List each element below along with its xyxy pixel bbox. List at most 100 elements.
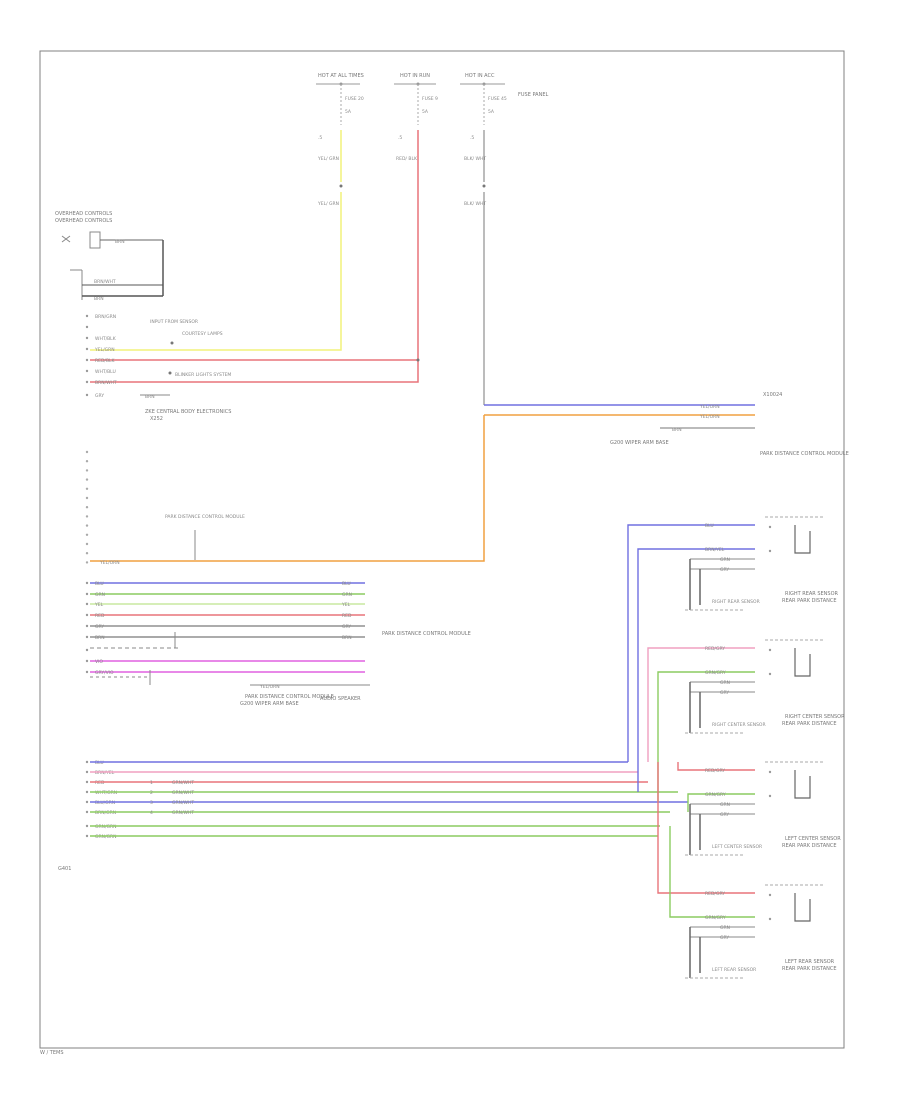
- bus-wires: BLUBRN/YELREDWHT/GRNBLU/GRNBRN/GRNGRN/GR…: [85, 760, 688, 840]
- sensor-wire: [627, 524, 755, 762]
- connector-pin: [85, 393, 89, 397]
- wire-color-label: RED: [95, 613, 105, 619]
- sensor-sub: REAR PARK DISTANCE: [782, 598, 837, 604]
- sensor-symbol: [794, 893, 811, 922]
- svg-text:FUSE PANEL: FUSE PANEL: [518, 92, 548, 98]
- svg-text:YEL/ORN: YEL/ORN: [99, 560, 120, 566]
- svg-text:RED/ BLK: RED/ BLK: [396, 156, 418, 162]
- sensor-sub: REAR PARK DISTANCE: [782, 966, 837, 972]
- bus-code-label: GRN/WHT: [172, 780, 194, 786]
- sensor-pin: [768, 648, 772, 652]
- svg-text:ZKE CENTRAL BODY ELECTRONICS: ZKE CENTRAL BODY ELECTRONICS: [145, 409, 231, 415]
- connector-pin: [85, 369, 89, 373]
- svg-text:HOT AT ALL TIMES: HOT AT ALL TIMES: [318, 73, 364, 79]
- svg-text:OVERHEAD CONTROLS: OVERHEAD CONTROLS: [55, 218, 112, 224]
- connector-pin: [85, 670, 89, 674]
- bus-code-label: GRN/WHT: [172, 800, 194, 806]
- module-pin-label: WHT/BLK: [95, 336, 117, 342]
- page-reference: W / TEMS: [40, 1050, 64, 1056]
- sensor-symbol: [794, 525, 811, 554]
- sensor-wire: [657, 671, 755, 802]
- connector-pin: [85, 834, 89, 838]
- svg-text:AUDIO SPEAKER: AUDIO SPEAKER: [320, 696, 361, 702]
- connector-pin: [85, 358, 89, 362]
- svg-text:YEL/ORN: YEL/ORN: [699, 414, 720, 420]
- connector-pin: [85, 810, 89, 814]
- sensor-drop: [689, 804, 701, 855]
- connector-pin: [85, 780, 89, 784]
- svg-text:X10024: X10024: [763, 392, 782, 398]
- wire-color-label: GRY/VIO: [95, 670, 114, 676]
- wire-red: [90, 130, 419, 383]
- bus-pin-label: BRN/GRN: [95, 810, 116, 816]
- svg-text:G200 WIPER ARM BASE: G200 WIPER ARM BASE: [240, 701, 299, 707]
- sensor-wire-label: BLU: [705, 523, 714, 529]
- connector-pin: [85, 325, 89, 329]
- bus-pin-label: RED: [95, 780, 105, 786]
- svg-text:YEL/ORN: YEL/ORN: [699, 404, 720, 410]
- connector-pin: [85, 760, 89, 764]
- wire-color-label: RED: [342, 613, 352, 619]
- connector-pin: [85, 635, 89, 639]
- sensor-wire: [657, 762, 755, 894]
- bus-code-index: 3: [150, 800, 153, 806]
- svg-text:.5: .5: [398, 135, 402, 141]
- bus-pin-label: WHT/GRN: [95, 790, 117, 796]
- svg-text:PARK DISTANCE CONTROL MODULE: PARK DISTANCE CONTROL MODULE: [165, 514, 245, 520]
- svg-text:YEL/ GRN: YEL/ GRN: [317, 156, 339, 162]
- bus-pin-label: BLU: [95, 760, 104, 766]
- connector-pin: [85, 380, 89, 384]
- sensor-name: LEFT CENTER SENSOR: [785, 836, 841, 842]
- sensor-symbol: [794, 648, 811, 677]
- bus-pin-label: BRN/YEL: [95, 770, 115, 776]
- svg-text:5A: 5A: [345, 109, 352, 115]
- bus-code-index: 1: [150, 780, 153, 786]
- diagram-frame: [39, 50, 845, 1049]
- sensor-wire-label: GRN: [720, 802, 730, 808]
- bus-code-label: GRN/WHT: [172, 790, 194, 796]
- connector-pin: [85, 542, 89, 546]
- wire-color-label: GRN: [95, 592, 105, 598]
- connector-pin: [85, 496, 89, 500]
- connector-pin: [85, 790, 89, 794]
- zke-module-connector: BRN/GRNWHT/BLKYEL/GRNRED/BLKWHT/BLUBRN/W…: [85, 314, 117, 399]
- svg-text:INPUT FROM SENSOR: INPUT FROM SENSOR: [150, 319, 198, 325]
- svg-text:BRN: BRN: [94, 296, 104, 302]
- svg-text:5A: 5A: [422, 109, 429, 115]
- connector-pin: [85, 581, 89, 585]
- connector-pin: [85, 450, 89, 454]
- sensor-wire-label: GRN: [720, 925, 730, 931]
- connector-pin: [85, 336, 89, 340]
- wire-color-label: BLU: [95, 581, 104, 587]
- sensor-wire-label: BRN/YEL: [705, 547, 725, 553]
- sensor-pin: [768, 794, 772, 798]
- module-pin-label: GRY: [95, 393, 104, 399]
- bus-pin-label: GRN/GRN: [95, 824, 116, 830]
- sensor-wire-label: GRN/GRY: [705, 670, 726, 676]
- sensor-wire-label: RED/GRY: [705, 646, 725, 652]
- mid-connector-pins: [85, 450, 89, 564]
- sensor-wire-label: GRY: [720, 567, 729, 573]
- svg-text:OVERHEAD CONTROLS: OVERHEAD CONTROLS: [55, 211, 112, 217]
- connector-pin: [85, 648, 89, 652]
- wire-color-label: GRY: [342, 624, 351, 630]
- svg-text:FUSE 20: FUSE 20: [345, 96, 364, 102]
- sensor-wire: [647, 647, 755, 762]
- svg-text:G200 WIPER ARM BASE: G200 WIPER ARM BASE: [610, 440, 669, 446]
- bus-code-label: GRN/WHT: [172, 810, 194, 816]
- wire-color-label: BRN: [95, 635, 105, 641]
- svg-text:FUSE 45: FUSE 45: [488, 96, 507, 102]
- sensor-wire-label: GRY: [720, 690, 729, 696]
- wire-orange-vertical: [90, 415, 485, 562]
- svg-text:BRN: BRN: [145, 394, 155, 400]
- svg-text:.5: .5: [470, 135, 474, 141]
- svg-text:YEL/ORN: YEL/ORN: [259, 684, 280, 690]
- sensor-wire-label: GRY: [720, 935, 729, 941]
- lower-left-wires: BLUGRNYELREDGRYBRNVIOGRY/VIOBLUGRNYELRED…: [85, 581, 365, 676]
- sensor-name: RIGHT CENTER SENSOR: [785, 714, 845, 720]
- sensor-wire-label: GRN/GRY: [705, 792, 726, 798]
- sensor-symbol: [794, 770, 811, 799]
